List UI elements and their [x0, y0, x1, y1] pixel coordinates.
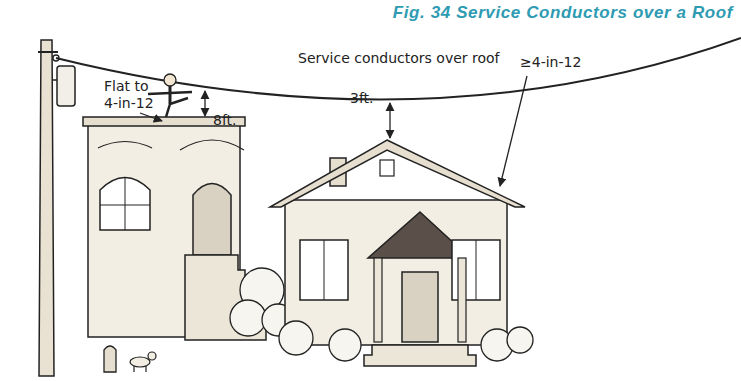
shrub	[230, 300, 266, 336]
clearance-dimension: 3ft.	[350, 90, 394, 107]
pole-crossarm	[38, 51, 58, 53]
shrub	[329, 329, 361, 361]
window-mullion	[476, 240, 477, 300]
shrub	[507, 327, 533, 353]
leader-arrow	[140, 113, 162, 121]
shrub	[279, 321, 313, 355]
person-arms	[148, 92, 192, 94]
fire-hydrant	[104, 346, 116, 372]
person-body	[169, 86, 172, 104]
window-mullion	[324, 240, 325, 300]
transformer-bracket	[52, 79, 57, 81]
window	[300, 240, 348, 300]
attic-vent	[380, 160, 394, 176]
dog-legs	[134, 366, 146, 372]
window-arch	[98, 142, 152, 149]
roof-slope-label: Flat to 4-in-12	[104, 78, 166, 112]
clearance-dimension: 8ft.	[213, 112, 263, 129]
dog-head	[148, 352, 156, 360]
roof-slope-label: ≥4-in-12	[520, 54, 610, 71]
person-head	[164, 74, 176, 86]
porch-post	[374, 258, 382, 342]
window-mullion	[125, 178, 126, 230]
dimension-arrow	[204, 91, 205, 116]
porch-steps	[364, 345, 476, 366]
person-legs	[166, 98, 188, 117]
dimension-arrow	[389, 103, 390, 138]
transformer	[57, 66, 75, 106]
utility-pole	[39, 40, 54, 376]
house-wall	[285, 200, 507, 345]
front-door	[402, 272, 438, 342]
figure-title: Fig. 34 Service Conductors over a Roof	[393, 3, 733, 23]
conductor-label: Service conductors over roof	[298, 50, 538, 67]
service-conductor	[56, 38, 741, 99]
window-mullion	[100, 205, 150, 206]
door-arch	[180, 140, 244, 150]
front-door	[193, 184, 231, 256]
leader-arrow	[500, 76, 527, 186]
pitched-roof	[270, 140, 525, 207]
dog	[130, 357, 150, 367]
arched-window	[100, 178, 150, 231]
porch-post	[458, 258, 466, 342]
